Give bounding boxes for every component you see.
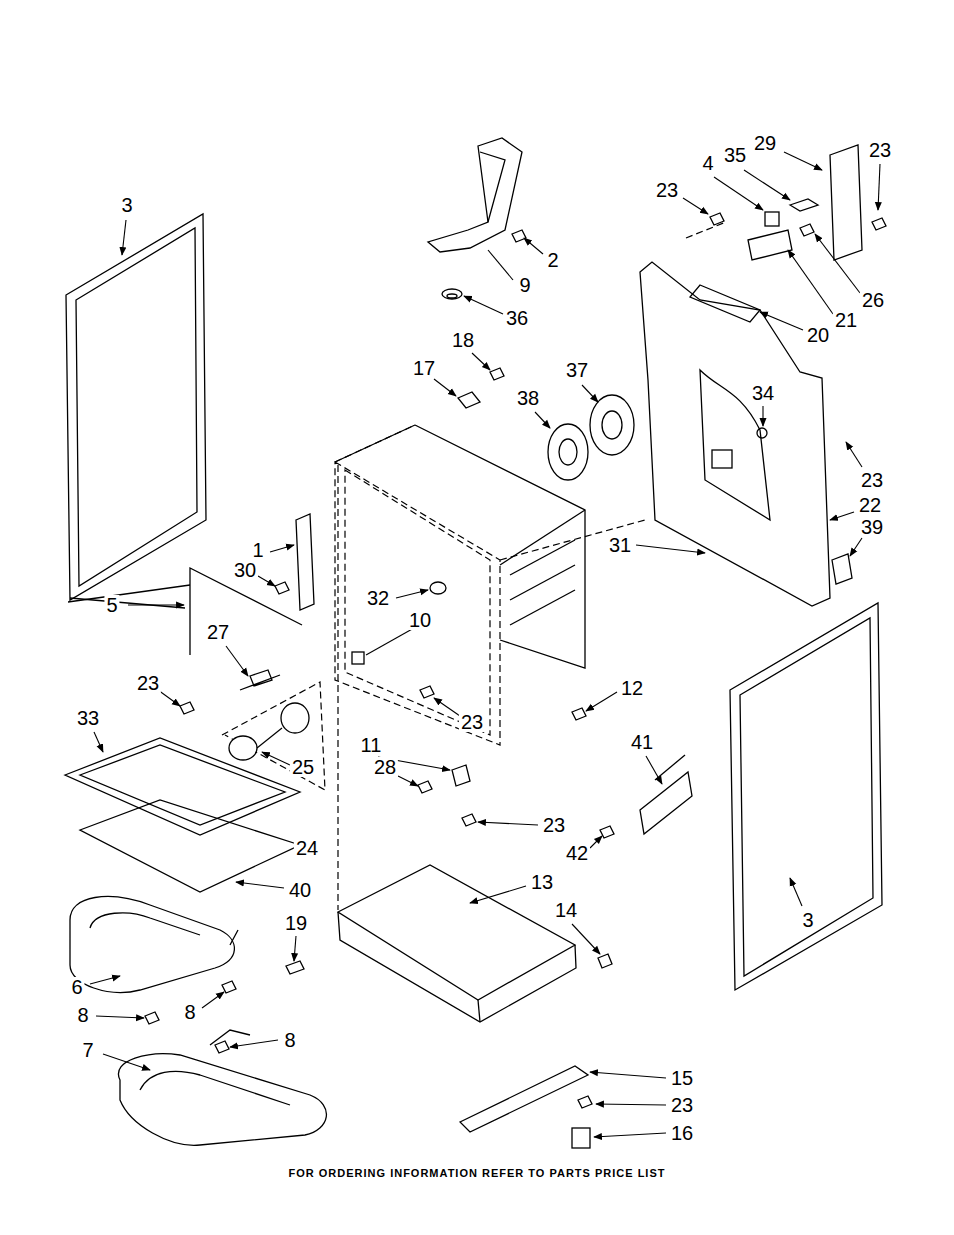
callout-number: 3 — [800, 910, 815, 930]
callout-number: 5 — [104, 595, 119, 615]
callout-number: 29 — [752, 133, 778, 153]
callout-number: 25 — [290, 757, 316, 777]
callout-number: 1 — [250, 540, 265, 560]
callout-number: 17 — [411, 358, 437, 378]
callout-number: 26 — [860, 290, 886, 310]
callout-number: 36 — [504, 308, 530, 328]
callout-number: 37 — [564, 360, 590, 380]
callout-number: 20 — [805, 325, 831, 345]
callout-number: 19 — [283, 913, 309, 933]
callout-number: 40 — [287, 880, 313, 900]
callout-number: 32 — [365, 588, 391, 608]
callout-number: 39 — [859, 517, 885, 537]
callout-number: 15 — [669, 1068, 695, 1088]
callout-number: 16 — [669, 1123, 695, 1143]
callout-number: 2 — [545, 250, 560, 270]
callout-number: 22 — [857, 495, 883, 515]
callout-number: 13 — [529, 872, 555, 892]
callout-number: 8 — [75, 1005, 90, 1025]
callout-number: 12 — [619, 678, 645, 698]
callout-number: 7 — [80, 1040, 95, 1060]
callout-number: 10 — [407, 610, 433, 630]
callout-number: 18 — [450, 330, 476, 350]
callout-number: 31 — [607, 535, 633, 555]
callout-number: 27 — [205, 622, 231, 642]
footer-note: FOR ORDERING INFORMATION REFER TO PARTS … — [0, 1167, 954, 1179]
callout-number: 23 — [541, 815, 567, 835]
callout-number: 23 — [867, 140, 893, 160]
callout-number: 6 — [69, 977, 84, 997]
callout-number: 28 — [372, 757, 398, 777]
callout-number: 4 — [700, 153, 715, 173]
callout-number: 35 — [722, 145, 748, 165]
callout-number: 21 — [833, 310, 859, 330]
callout-number: 42 — [564, 843, 590, 863]
callout-number: 41 — [629, 732, 655, 752]
callout-number: 23 — [135, 673, 161, 693]
callout-number: 24 — [294, 838, 320, 858]
callout-number: 23 — [669, 1095, 695, 1115]
callout-number: 8 — [282, 1030, 297, 1050]
callout-number: 11 — [359, 735, 384, 755]
callout-number: 23 — [654, 180, 680, 200]
callout-number: 23 — [459, 712, 485, 732]
callout-number: 33 — [75, 708, 101, 728]
leader-lines — [90, 152, 880, 1137]
callout-number: 14 — [553, 900, 579, 920]
callout-number: 3 — [119, 195, 134, 215]
callout-number: 9 — [517, 275, 532, 295]
callout-number: 8 — [182, 1002, 197, 1022]
callout-number: 38 — [515, 388, 541, 408]
callout-number: 30 — [232, 560, 258, 580]
callout-number: 34 — [750, 383, 776, 403]
callout-number: 23 — [859, 470, 885, 490]
